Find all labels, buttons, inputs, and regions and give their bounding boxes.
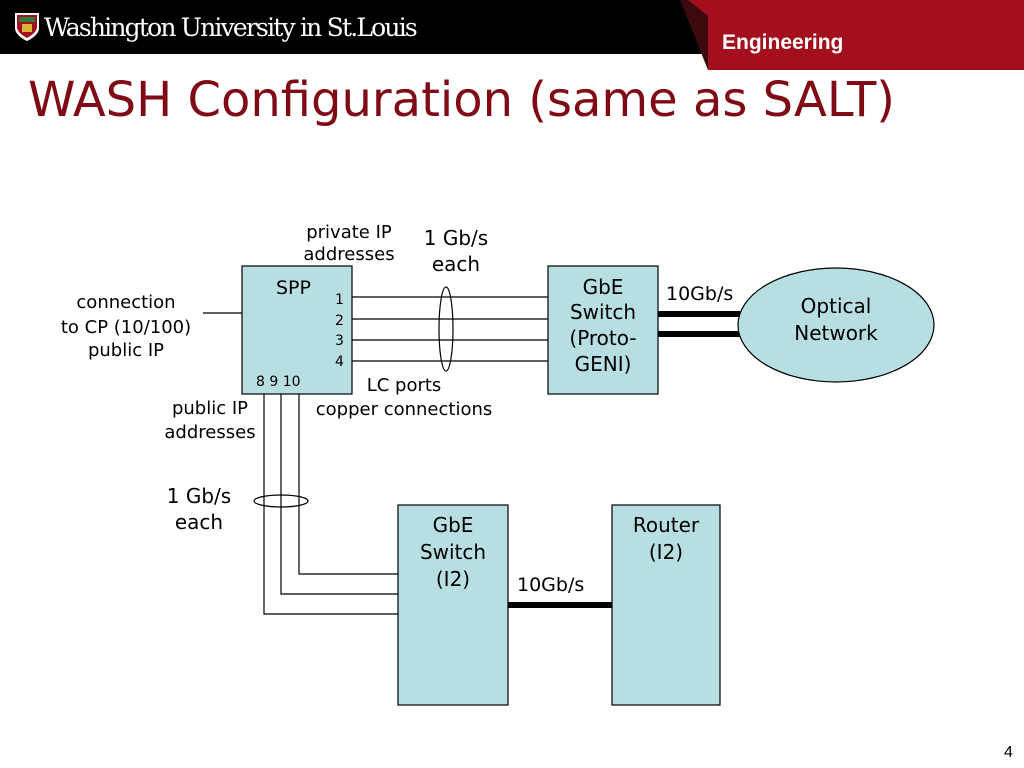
- connection-cp-line-2: to CP (10/100): [61, 317, 191, 338]
- slide-title: WASH Configuration (same as SALT): [28, 72, 896, 128]
- gbe-proto-line-4: GENI): [575, 352, 632, 376]
- gbe-i2-line-2: Switch: [420, 540, 486, 564]
- tab-background: [688, 0, 1024, 70]
- router-line-2: (I2): [649, 540, 683, 564]
- university-name: Washington University in St.Louis: [44, 12, 418, 42]
- spp-label: SPP: [276, 277, 311, 299]
- gbe-proto-line-3: (Proto-: [569, 326, 636, 350]
- engineering-label: Engineering: [722, 31, 844, 54]
- gbe-proto-line-1: GbE: [583, 275, 624, 299]
- public-ip-line-1: public IP: [172, 398, 248, 419]
- speed-top-line-1: 1 Gb/s: [424, 226, 488, 250]
- spp-port-2: 2: [335, 313, 344, 329]
- lc-ports-line-1: LC ports: [367, 375, 442, 396]
- bundle-ellipse-top: [438, 286, 454, 372]
- link-port-8: [263, 394, 398, 615]
- university-logo: Washington University in St.Louis: [14, 12, 418, 42]
- spp-port-3: 3: [335, 333, 344, 349]
- bundle-ellipse-left: [253, 494, 309, 508]
- connection-cp-line-1: connection: [76, 292, 175, 313]
- spp-box: [241, 265, 353, 395]
- link-port-10: [298, 394, 398, 575]
- optical-line-1: Optical: [801, 294, 872, 318]
- router-box: [611, 504, 721, 706]
- link-port-9: [280, 394, 398, 595]
- page-number: 4: [1004, 744, 1013, 761]
- gbe-i2-line-3: (I2): [436, 567, 470, 591]
- link-10g-bottom-label: 10Gb/s: [517, 574, 584, 596]
- link-10g-top-label: 10Gb/s: [666, 283, 733, 305]
- optical-network-ellipse: [737, 267, 935, 383]
- connection-cp-line-3: public IP: [88, 340, 164, 361]
- speed-left-line-2: each: [175, 510, 223, 534]
- speed-left-line-1: 1 Gb/s: [167, 484, 231, 508]
- gbe-proto-line-2: Switch: [570, 300, 636, 324]
- router-line-1: Router: [633, 513, 700, 537]
- optical-line-2: Network: [794, 321, 878, 345]
- lc-ports-line-2: copper connections: [316, 399, 493, 420]
- spp-port-4: 4: [335, 354, 344, 370]
- public-ip-line-2: addresses: [164, 422, 255, 443]
- speed-top-line-2: each: [432, 252, 480, 276]
- gbe-i2-line-1: GbE: [433, 513, 474, 537]
- gbe-proto-switch-box: [547, 265, 659, 395]
- gbe-i2-switch-box: [397, 504, 509, 706]
- spp-ports-bottom: 8 9 10: [256, 374, 301, 390]
- private-ip-line-1: private IP: [306, 222, 392, 243]
- private-ip-line-2: addresses: [303, 244, 394, 265]
- spp-port-1: 1: [335, 292, 344, 308]
- shield-icon: [15, 13, 39, 41]
- engineering-tab: [680, 0, 1024, 70]
